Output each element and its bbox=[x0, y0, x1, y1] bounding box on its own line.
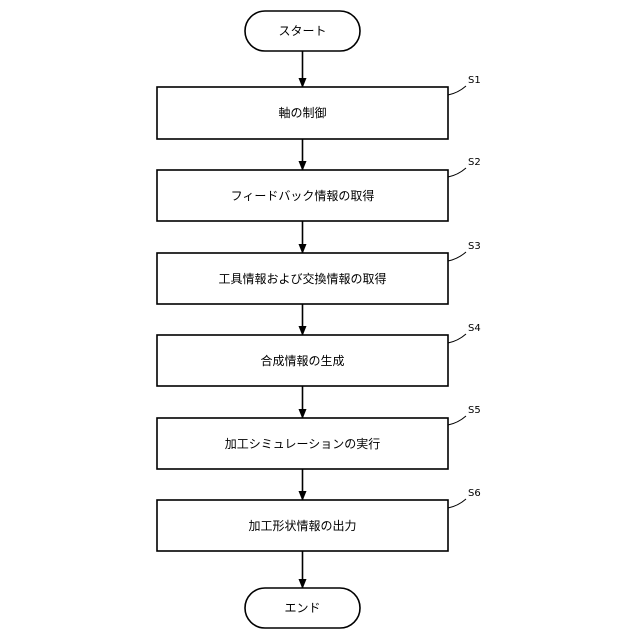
process-label-s1: 軸の制御 bbox=[278, 105, 326, 120]
end-terminal: エンド bbox=[245, 588, 360, 628]
process-label-s2: フィードバック情報の取得 bbox=[231, 188, 375, 203]
process-box-s6: 加工形状情報の出力 S6 bbox=[157, 488, 481, 551]
step-leader-s3 bbox=[448, 252, 466, 261]
process-box-s1: 軸の制御 S1 bbox=[157, 75, 481, 139]
step-leader-s6 bbox=[448, 499, 466, 508]
process-label-s6: 加工形状情報の出力 bbox=[248, 519, 356, 533]
process-box-s4: 合成情報の生成 S4 bbox=[157, 323, 481, 386]
step-leader-s5 bbox=[448, 416, 466, 425]
step-id-s2: S2 bbox=[468, 157, 481, 168]
step-id-s6: S6 bbox=[468, 488, 481, 499]
process-box-s5: 加工シミュレーションの実行 S5 bbox=[157, 405, 481, 469]
step-id-s1: S1 bbox=[468, 75, 481, 86]
step-id-s4: S4 bbox=[468, 323, 481, 334]
step-id-s3: S3 bbox=[468, 241, 481, 252]
end-label: エンド bbox=[284, 601, 320, 615]
process-label-s5: 加工シミュレーションの実行 bbox=[225, 436, 381, 451]
process-label-s4: 合成情報の生成 bbox=[260, 353, 344, 368]
start-terminal: スタート bbox=[245, 11, 360, 51]
start-label: スタート bbox=[278, 24, 326, 38]
step-leader-s4 bbox=[448, 334, 466, 343]
process-box-s3: 工具情報および交換情報の取得 S3 bbox=[157, 241, 481, 304]
process-label-s3: 工具情報および交換情報の取得 bbox=[218, 271, 386, 286]
step-id-s5: S5 bbox=[468, 405, 481, 416]
step-leader-s1 bbox=[448, 86, 466, 95]
process-box-s2: フィードバック情報の取得 S2 bbox=[157, 157, 481, 221]
step-leader-s2 bbox=[448, 168, 466, 177]
